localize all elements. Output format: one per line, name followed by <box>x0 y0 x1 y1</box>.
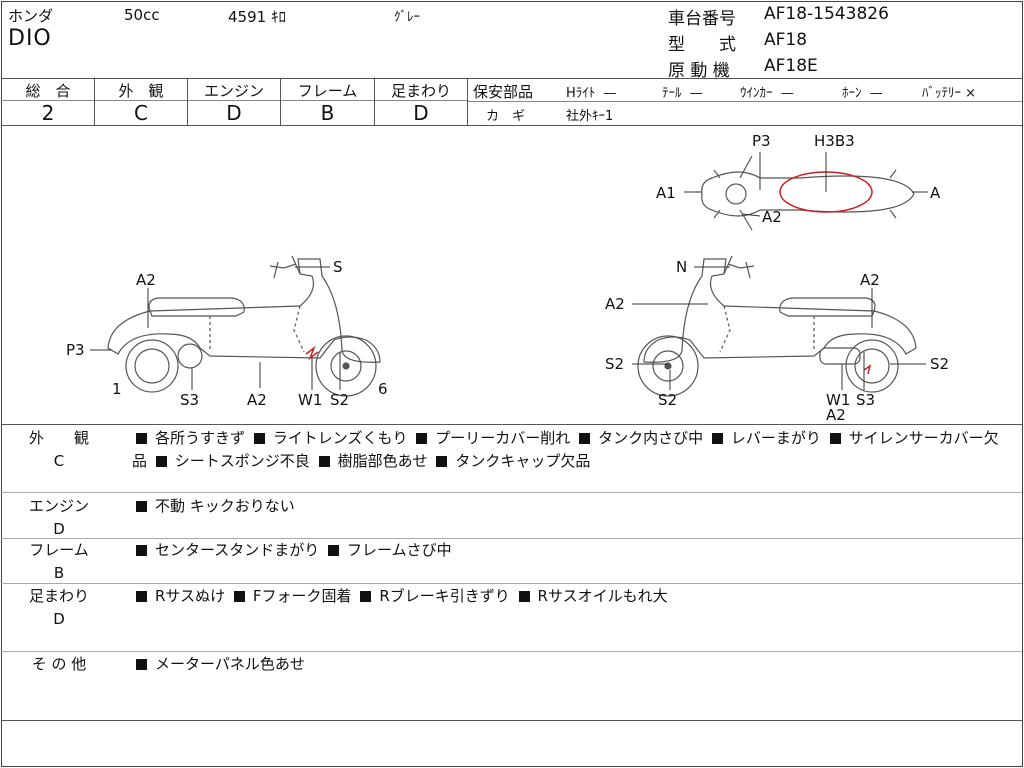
divider <box>1 651 1022 652</box>
grade-label-engine: エンジン <box>203 82 264 100</box>
frame-number: AF18-1543826 <box>764 4 889 24</box>
grade-value-engine: D <box>226 101 242 125</box>
divider <box>94 78 95 125</box>
divider <box>280 78 281 125</box>
divider <box>1 583 1022 584</box>
label-left-4: S3 <box>180 391 199 409</box>
label-top-2: A1 <box>656 184 676 202</box>
defect-item: レバーまがり <box>708 429 821 447</box>
defect-item: 各所うすきず <box>132 429 245 447</box>
grade-label-suspension: 足まわり <box>390 82 451 100</box>
scooter-top-view <box>701 155 915 231</box>
label-left-1: A2 <box>136 271 156 289</box>
defect-item: タンクキャップ欠品 <box>432 452 590 470</box>
type-label: 型 式 <box>668 35 736 55</box>
defect-item: シートスポンジ不良 <box>152 452 310 470</box>
model-name: DIO <box>8 26 52 51</box>
divider <box>374 78 375 125</box>
label-top-1: H3B3 <box>814 132 855 150</box>
divider <box>1 424 1022 425</box>
section-other-title: そ の 他 <box>31 655 87 673</box>
label-right-8: S2 <box>930 355 949 373</box>
label-top-3: A <box>930 184 941 202</box>
safety-horn: ﾎｰﾝ — <box>842 86 883 101</box>
section-other-items: メーターパネル色あせ <box>132 653 1012 676</box>
key-value: 社外ｷｰ1 <box>566 109 614 124</box>
divider <box>1 125 1022 126</box>
label-left-0: S <box>333 258 343 276</box>
key-label: カ ギ <box>486 109 526 124</box>
grade-value-exterior: C <box>134 101 148 125</box>
defect-item: Fフォーク固着 <box>230 587 352 605</box>
defect-item: フレームさび中 <box>324 541 452 559</box>
section-exterior-items: 各所うすきず ライトレンズくもり プーリーカバー削れ タンク内さび中 レバーまが… <box>132 427 1012 473</box>
engine-value: AF18E <box>764 56 818 76</box>
label-left-5: A2 <box>247 391 267 409</box>
label-left-8: 6 <box>378 380 388 398</box>
safety-headlight: Hﾗｲﾄ — <box>566 86 617 101</box>
grade-label-overall: 総 合 <box>25 82 71 100</box>
defect-item: Rブレーキ引きずり <box>356 587 510 605</box>
label-left-6: W1 <box>298 391 322 409</box>
divider <box>1 100 467 101</box>
label-right-5: W1 <box>826 391 850 409</box>
grade-value-overall: 2 <box>41 101 55 125</box>
defect-item: タンク内さび中 <box>575 429 703 447</box>
defect-item: ライトレンズくもり <box>250 429 408 447</box>
label-right-3: S2 <box>605 355 624 373</box>
label-left-3: 1 <box>112 380 122 398</box>
divider <box>1 492 1022 493</box>
divider <box>468 101 1022 102</box>
label-right-6: A2 <box>826 406 846 424</box>
displacement: 50cc <box>124 6 160 24</box>
defect-item: 不動 キックおりない <box>132 497 295 515</box>
divider <box>467 78 468 125</box>
engine-label: 原 動 機 <box>668 61 730 81</box>
safety-battery: ﾊﾞｯﾃﾘｰ × <box>922 86 977 101</box>
scooter-left-side-view <box>107 255 381 397</box>
section-frame-items: センタースタンドまがり フレームさび中 <box>132 539 1012 562</box>
label-left-2: P3 <box>66 341 85 359</box>
label-right-1: A2 <box>605 295 625 313</box>
section-suspension-items: Rサスぬけ Fフォーク固着 Rブレーキ引きずり Rサスオイルもれ大 <box>132 585 1012 608</box>
divider <box>1 720 1022 721</box>
type-value: AF18 <box>764 30 808 50</box>
label-right-7: S3 <box>856 391 875 409</box>
grade-label-exterior: 外 観 <box>118 82 164 100</box>
label-left-7: S2 <box>330 391 349 409</box>
safety-tail: ﾃｰﾙ — <box>662 86 703 101</box>
grade-value-frame: B <box>320 101 335 125</box>
body-color: ｸﾞﾚｰ <box>394 10 420 25</box>
safety-label: 保安部品 <box>473 83 534 101</box>
grade-value-suspension: D <box>413 101 429 125</box>
label-top-0: P3 <box>752 132 771 150</box>
defect-item: メーターパネル色あせ <box>132 655 305 673</box>
defect-item: Rサスオイルもれ大 <box>515 587 668 605</box>
label-top-4: A2 <box>762 208 782 226</box>
defect-item: センタースタンドまがり <box>132 541 319 559</box>
safety-winker: ｳｲﾝｶｰ — <box>740 86 794 101</box>
section-engine-items: 不動 キックおりない <box>132 495 1012 518</box>
maker: ホンダ <box>8 7 54 25</box>
grade-label-frame: フレーム <box>297 82 358 100</box>
label-right-4: S2 <box>658 391 677 409</box>
divider <box>1 78 1022 79</box>
divider <box>1 538 1022 539</box>
label-right-0: N <box>676 258 687 276</box>
damage-marks <box>305 171 873 375</box>
divider <box>187 78 188 125</box>
mileage: 4591 ｷﾛ <box>228 8 286 26</box>
frame-number-label: 車台番号 <box>668 9 736 29</box>
defect-item: サイレンサーカバー欠品 <box>132 429 999 470</box>
defect-item: 樹脂部色あせ <box>315 452 428 470</box>
damage-diagram: S A2 P3 1 S3 A2 W1 S2 6 N A2 A2 S2 S2 W1… <box>66 132 949 424</box>
label-right-2: A2 <box>860 271 880 289</box>
defect-item: プーリーカバー削れ <box>412 429 570 447</box>
defect-item: Rサスぬけ <box>132 587 225 605</box>
